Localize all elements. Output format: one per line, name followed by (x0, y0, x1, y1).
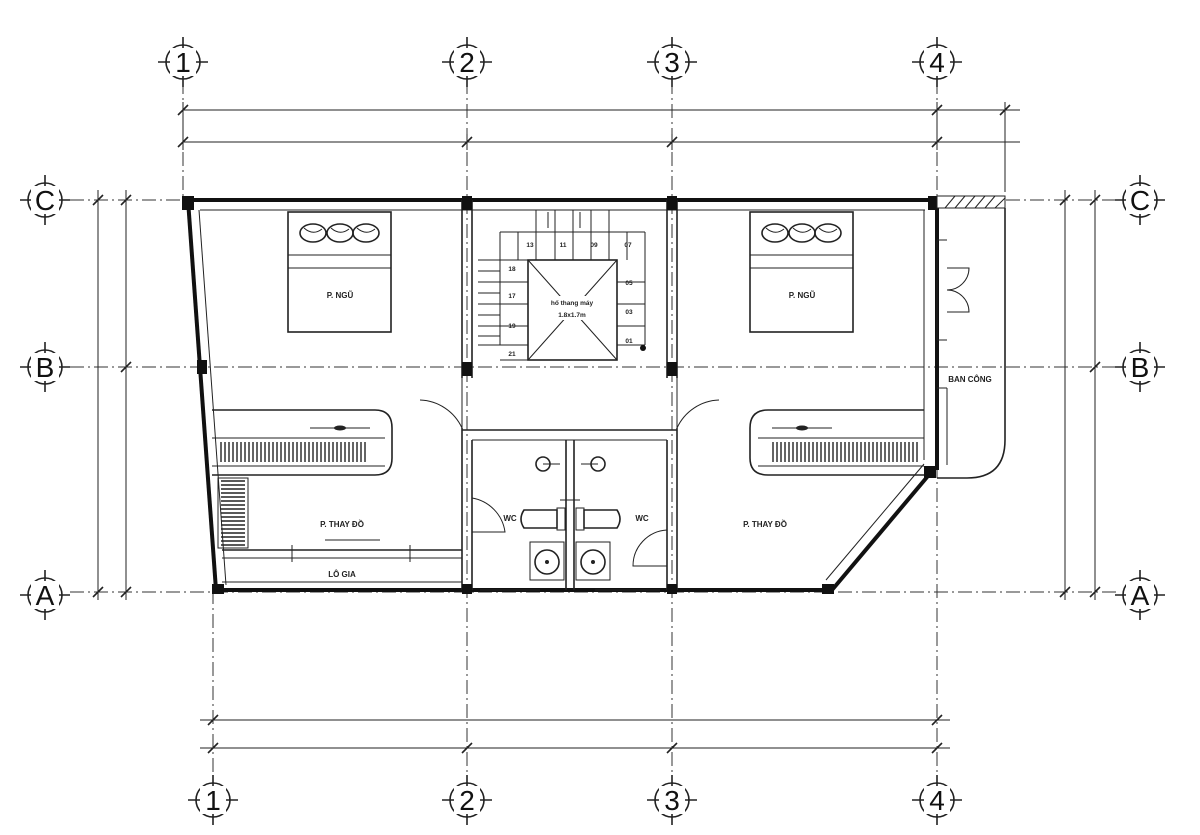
room-label-wc-left: WC (503, 514, 517, 523)
wardrobe-right: P. THAY ĐỒ (743, 409, 924, 529)
grid-lines (70, 80, 1120, 775)
axis-label-bottom-4: 4 (929, 785, 945, 816)
step-number: 19 (508, 323, 516, 330)
structural-columns (182, 196, 938, 594)
room-label-dressing-left: P. THAY ĐỒ (320, 519, 364, 529)
step-number: 03 (625, 309, 633, 316)
axis-label-right-B: B (1131, 352, 1150, 383)
room-label-bedroom-right: P. NGŨ (789, 291, 816, 300)
room-label-bedroom-left: P. NGŨ (327, 291, 354, 300)
axis-marker-right-A: A (1115, 570, 1165, 620)
bed-right: P. NGŨ (749, 211, 854, 333)
axis-marker-left-B: B (20, 342, 70, 392)
axis-marker-right-C: C (1115, 175, 1165, 225)
dimension-lines (92, 102, 1101, 754)
axis-label-right-C: C (1130, 185, 1150, 216)
axis-marker-bottom-3: 3 (647, 775, 697, 825)
room-label-balcony: BAN CÔNG (948, 375, 992, 384)
doors (419, 378, 720, 591)
axis-marker-right-B: B (1115, 342, 1165, 392)
axis-label-right-A: A (1131, 580, 1150, 611)
axis-marker-bottom-2: 2 (442, 775, 492, 825)
bathrooms: WC WC (503, 456, 649, 581)
step-number: 13 (526, 242, 534, 249)
axis-marker-left-C: C (20, 175, 70, 225)
room-label-wc-right: WC (635, 514, 649, 523)
bed-left: P. NGŨ (287, 211, 392, 333)
step-number: 18 (508, 266, 516, 273)
axis-label-top-1: 1 (175, 47, 191, 78)
balcony-area: BAN CÔNG (936, 195, 1006, 479)
step-number: 05 (625, 280, 633, 287)
room-label-dressing-right: P. THAY ĐỒ (743, 519, 787, 529)
axis-label-top-2: 2 (459, 47, 475, 78)
step-number: 17 (508, 293, 516, 300)
axis-label-top-4: 4 (929, 47, 945, 78)
step-number: 09 (590, 242, 598, 249)
axis-label-bottom-2: 2 (459, 785, 475, 816)
exterior-walls (186, 198, 939, 592)
axis-label-left-C: C (35, 185, 55, 216)
axis-marker-top-2: 2 (442, 37, 492, 87)
axis-label-bottom-3: 3 (664, 785, 680, 816)
axis-marker-top-1: 1 (158, 37, 208, 87)
axis-marker-bottom-1: 1 (188, 775, 238, 825)
axis-label-top-3: 3 (664, 47, 680, 78)
wardrobe-left: P. THAY ĐỒ LÔ GIA (212, 409, 393, 579)
room-label-loggia: LÔ GIA (328, 570, 356, 579)
axis-marker-top-3: 3 (647, 37, 697, 87)
step-number: 01 (625, 338, 633, 345)
step-number: 07 (624, 242, 632, 249)
step-number: 11 (560, 242, 567, 249)
interior-walls (222, 200, 678, 590)
axis-marker-top-4: 4 (912, 37, 962, 87)
axis-label-left-B: B (36, 352, 55, 383)
axis-marker-left-A: A (20, 570, 70, 620)
axis-marker-bottom-4: 4 (912, 775, 962, 825)
axis-label-bottom-1: 1 (205, 785, 221, 816)
axis-label-left-A: A (36, 580, 55, 611)
step-number: 21 (508, 351, 516, 358)
elevator-shaft-label: hố thang máy (551, 299, 594, 307)
staircase: hố thang máy 1.8x1.7m 13 11 09 07 18 17 … (478, 210, 646, 361)
elevator-shaft-size: 1.8x1.7m (558, 312, 586, 319)
